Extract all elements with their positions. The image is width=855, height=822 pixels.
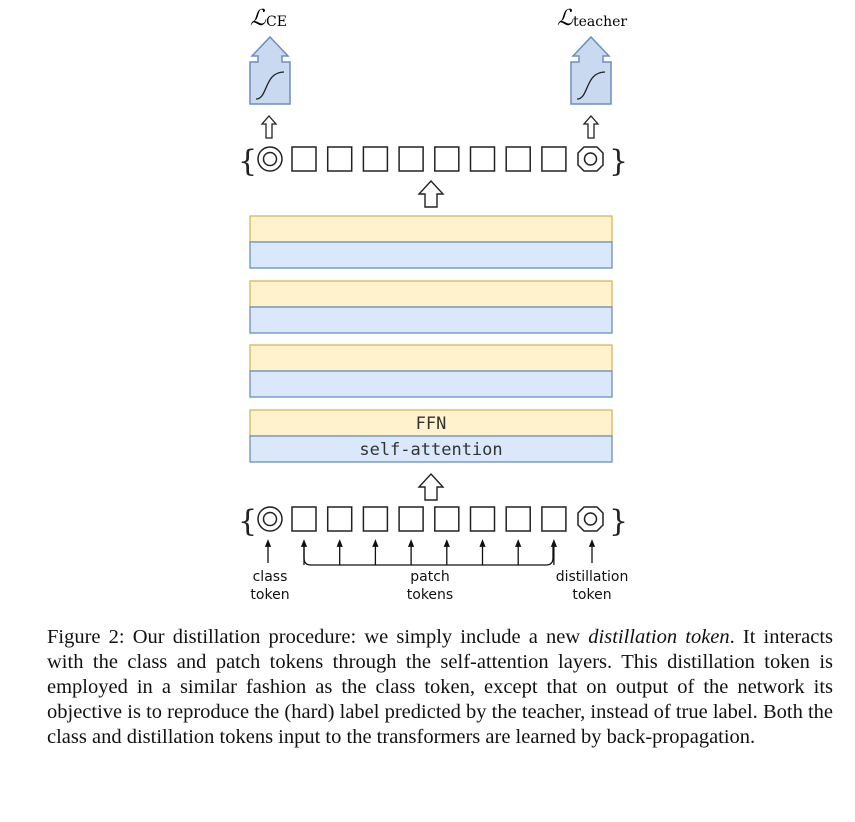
loss-teacher-label: ℒ teacher: [557, 6, 627, 31]
patch-token: [541, 506, 567, 532]
input-arrows: [264, 539, 596, 566]
loss-teacher-symbol: ℒ: [557, 6, 574, 31]
transformer-block: [249, 344, 613, 398]
input-distillation-token: [577, 506, 604, 532]
patch-token: [398, 506, 424, 532]
sigmoid-icon: [576, 71, 606, 100]
patch-token: [398, 146, 424, 172]
patch-token: [469, 146, 496, 172]
patch-token: [505, 506, 531, 532]
distillation-token-label-line1: distillation: [556, 569, 629, 585]
caption-suffix: . It interacts with the class and patch …: [47, 626, 833, 748]
caption-prefix: Figure 2: Our distillation procedure: we…: [47, 626, 589, 648]
loss-ce-subscript: CE: [266, 14, 287, 30]
transformer-block: [249, 215, 613, 269]
input-token-row: { }: [238, 504, 628, 539]
ffn-layer: [249, 409, 613, 437]
arrow-up-icon: [260, 115, 278, 139]
brace-close: }: [609, 504, 628, 539]
classifier-head-ce: [249, 35, 291, 105]
output-distillation-token: [577, 146, 604, 172]
patch-token: [362, 506, 389, 532]
patch-token-label-line1: patch: [410, 569, 450, 585]
patch-token: [434, 506, 460, 532]
brace-close: }: [609, 144, 628, 179]
output-patch-tokens: [291, 146, 567, 172]
patch-token: [541, 146, 567, 172]
class-token-label-line1: class: [253, 569, 288, 585]
output-token-row: { }: [238, 144, 628, 179]
loss-ce-symbol: ℒ: [250, 6, 267, 31]
transformer-layers: FFN self-attention: [249, 215, 613, 463]
transformer-block-labeled: FFN self-attention: [249, 409, 613, 463]
patch-token: [469, 506, 496, 532]
patch-bracket: [303, 543, 554, 566]
distillation-token-label-line2: token: [572, 587, 611, 603]
patch-token: [326, 506, 353, 532]
patch-token: [505, 146, 531, 172]
token-labels: class token patch tokens distillation to…: [250, 569, 628, 603]
patch-token: [434, 146, 460, 172]
patch-token: [291, 506, 317, 532]
figure-caption: Figure 2: Our distillation procedure: we…: [47, 625, 833, 750]
arrow-up-icon: [417, 179, 445, 208]
sigmoid-icon: [255, 71, 285, 100]
class-token-label-line2: token: [250, 587, 289, 603]
output-class-token: [257, 146, 283, 172]
self-attention-label: self-attention: [359, 440, 502, 460]
loss-teacher-subscript: teacher: [573, 14, 627, 30]
patch-token: [326, 146, 353, 172]
transformer-block: [249, 280, 613, 334]
distillation-diagram: ℒ CE ℒ teacher { }: [238, 6, 628, 603]
loss-ce-label: ℒ CE: [250, 6, 287, 31]
classifier-head-teacher: [570, 35, 612, 105]
arrow-up-icon: [417, 472, 445, 501]
input-class-token: [257, 506, 283, 532]
patch-token-label-line2: tokens: [407, 587, 453, 603]
caption-emphasis: distillation token: [588, 626, 730, 648]
ffn-label: FFN: [416, 414, 447, 434]
patch-token: [362, 146, 389, 172]
patch-input-arrows: [300, 539, 558, 565]
brace-open: {: [238, 504, 257, 539]
arrow-up-icon: [582, 115, 600, 139]
patch-token: [291, 146, 317, 172]
brace-open: {: [238, 144, 257, 179]
input-patch-tokens: [291, 506, 567, 532]
self-attention-layer: [249, 435, 613, 463]
